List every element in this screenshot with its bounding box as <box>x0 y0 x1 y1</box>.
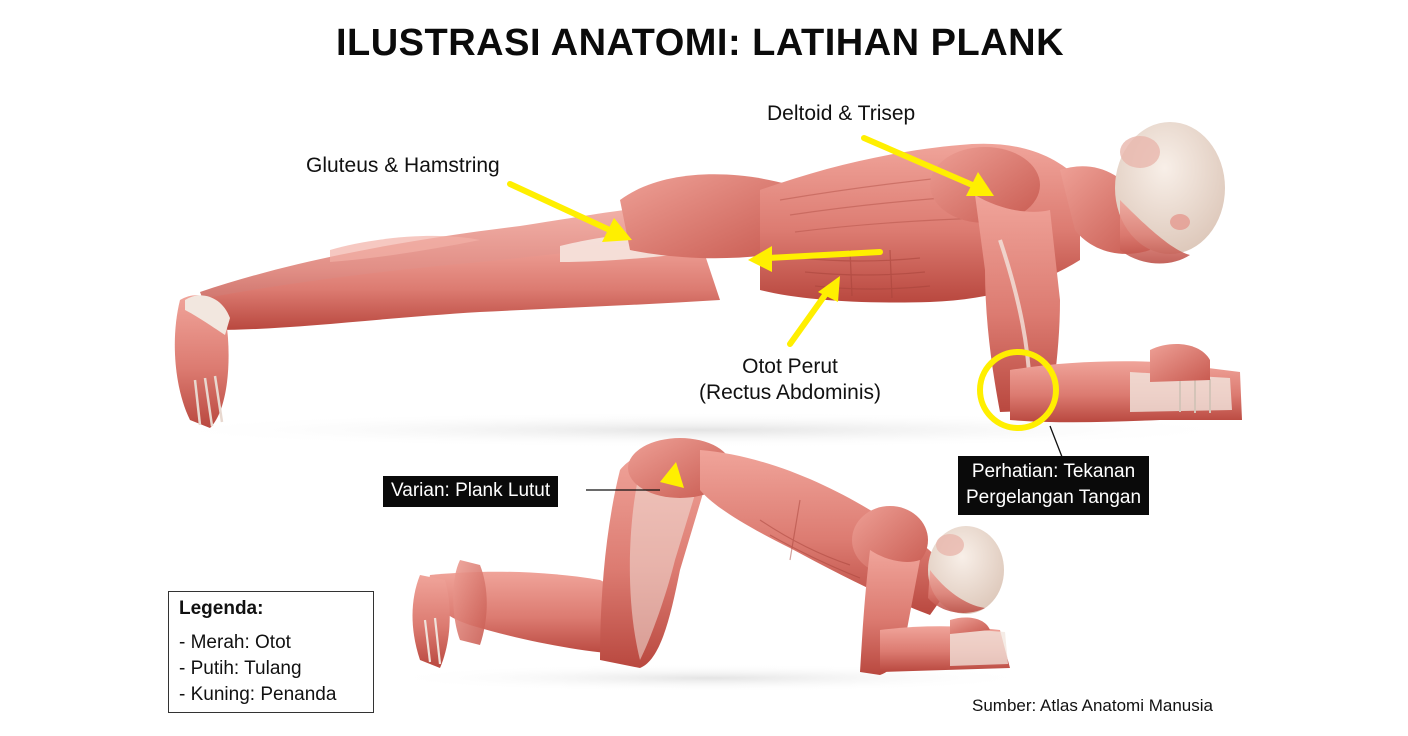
wrist-warning-line1: Perhatian: Tekanan <box>971 461 1136 482</box>
variant-knee-plank-box: Varian: Plank Lutut <box>383 476 559 507</box>
label-abs-line2: (Rectus Abdominis) <box>698 381 882 404</box>
legend-item-bone: - Putih: Tulang <box>179 658 302 679</box>
label-deltoid-triceps: Deltoid & Trisep <box>767 102 916 125</box>
page-title: ILUSTRASI ANATOMI: LATIHAN PLANK <box>335 22 1065 64</box>
legend-item-marker: - Kuning: Penanda <box>179 684 337 705</box>
wrist-warning-box: Perhatian: Tekanan Pergelangan Tangan <box>958 456 1150 515</box>
knee-plank-figure <box>412 438 1010 675</box>
yellow-markers <box>507 135 1059 488</box>
source-credit: Sumber: Atlas Anatomi Manusia <box>972 696 1213 715</box>
legend-title: Legenda: <box>179 598 264 619</box>
label-abs-line1: Otot Perut <box>742 355 838 378</box>
label-gluteus-hamstring: Gluteus & Hamstring <box>306 154 500 177</box>
label-abdominals: Otot Perut (Rectus Abdominis) <box>680 354 900 406</box>
legend-box: Legenda: - Merah: Otot - Putih: Tulang -… <box>168 591 374 713</box>
legend-item-muscle: - Merah: Otot <box>179 632 291 653</box>
wrist-warning-line2: Pergelangan Tangan <box>966 487 1142 508</box>
